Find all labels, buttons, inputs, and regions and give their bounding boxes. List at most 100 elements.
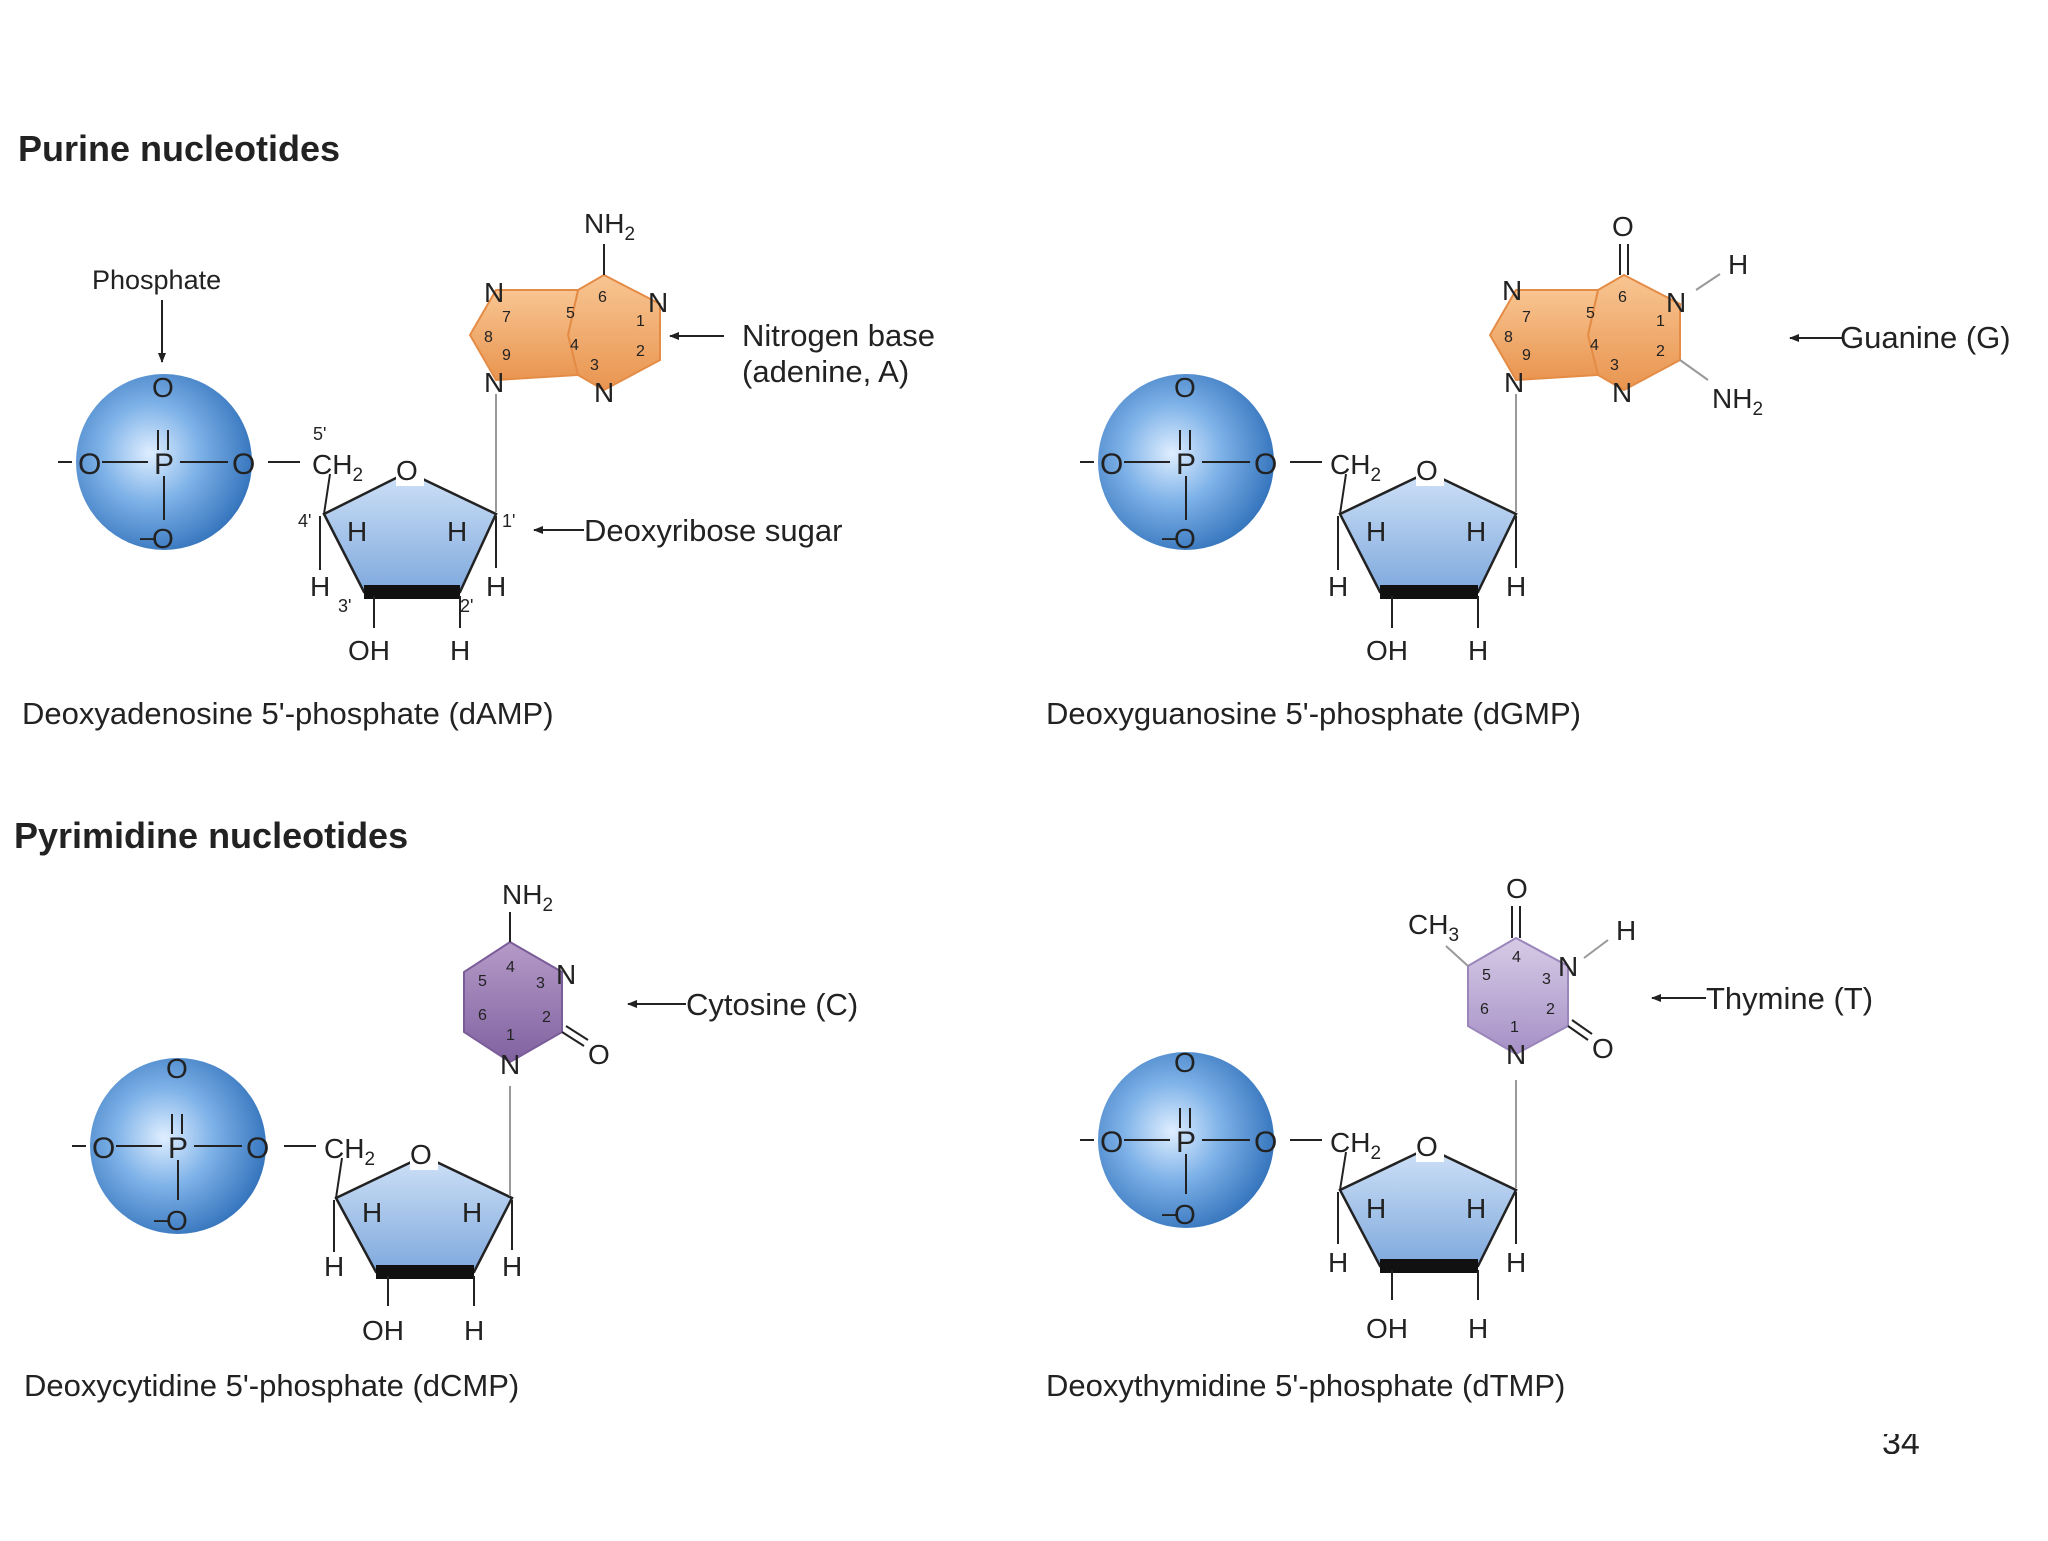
svg-text:OH: OH [1366, 635, 1408, 666]
svg-text:N: N [1558, 951, 1578, 982]
svg-text:OH: OH [362, 1315, 404, 1346]
svg-text:H: H [1468, 1313, 1488, 1344]
phosphate-callout: Phosphate [92, 265, 221, 295]
svg-text:5: 5 [1482, 967, 1491, 984]
svg-text:H: H [1366, 1193, 1386, 1224]
deoxyribose-ring [1338, 1146, 1518, 1268]
svg-text:3': 3' [338, 596, 351, 616]
svg-text:CH3: CH3 [1408, 909, 1459, 946]
svg-text:N: N [1612, 377, 1632, 408]
svg-text:O: O [1174, 372, 1196, 403]
dcmp-molecule: O P O O – O CH2 O H H H H OH H N N 4 3 5 [72, 879, 610, 1346]
svg-text:O: O [1506, 873, 1528, 904]
phosphate-sphere [76, 374, 252, 550]
svg-text:O: O [410, 1139, 432, 1170]
dgmp-caption: Deoxyguanosine 5'-phosphate (dGMP) [1046, 696, 1581, 731]
svg-text:O: O [92, 1132, 115, 1165]
svg-text:OH: OH [1366, 1313, 1408, 1344]
svg-text:O: O [1254, 448, 1277, 481]
svg-text:N: N [556, 959, 576, 990]
svg-text:P: P [1176, 448, 1196, 481]
svg-text:9: 9 [502, 347, 511, 364]
svg-text:–: – [1162, 1197, 1178, 1228]
svg-text:NH2: NH2 [502, 879, 553, 916]
deoxyribose-ring [334, 1154, 514, 1274]
cytosine-callout: Cytosine (C) [686, 987, 858, 1022]
svg-text:O: O [1592, 1033, 1614, 1064]
deoxyribose-ring [322, 470, 498, 594]
svg-text:O: O [1416, 1131, 1438, 1162]
svg-text:–: – [1162, 521, 1178, 552]
svg-text:NH2: NH2 [584, 208, 635, 245]
svg-text:P: P [1176, 1126, 1196, 1159]
svg-text:2: 2 [1546, 1001, 1555, 1018]
dcmp-caption: Deoxycytidine 5'-phosphate (dCMP) [24, 1368, 519, 1403]
svg-text:6: 6 [598, 289, 607, 306]
svg-text:1': 1' [502, 511, 515, 531]
svg-text:4: 4 [506, 959, 515, 976]
svg-text:CH2: CH2 [324, 1133, 375, 1170]
damp-caption: Deoxyadenosine 5'-phosphate (dAMP) [22, 696, 554, 731]
svg-text:H: H [310, 571, 330, 602]
svg-text:O: O [1174, 523, 1196, 554]
svg-text:2: 2 [1656, 343, 1665, 360]
svg-text:N: N [500, 1049, 520, 1080]
svg-text:CH2: CH2 [1330, 1127, 1381, 1164]
svg-text:H: H [362, 1197, 382, 1228]
dtmp-molecule: O P O O – O CH2 O H H H H OH H N N 4 3 5 [1080, 873, 1636, 1344]
page-number: 34 [1882, 1424, 1920, 1462]
svg-text:O: O [232, 448, 255, 481]
guanine-callout: Guanine (G) [1840, 320, 2011, 355]
svg-text:4': 4' [298, 511, 311, 531]
svg-text:1: 1 [1510, 1019, 1519, 1036]
svg-text:N: N [484, 277, 504, 308]
svg-text:H: H [324, 1251, 344, 1282]
svg-text:6: 6 [478, 1007, 487, 1024]
svg-text:OH: OH [348, 635, 390, 666]
svg-text:5: 5 [566, 305, 575, 322]
svg-text:6: 6 [1618, 289, 1627, 306]
svg-text:4: 4 [1512, 949, 1521, 966]
svg-text:7: 7 [1522, 309, 1531, 326]
svg-text:H: H [1468, 635, 1488, 666]
svg-text:O: O [152, 372, 174, 403]
svg-text:9: 9 [1522, 347, 1531, 364]
svg-text:O: O [1174, 1047, 1196, 1078]
svg-text:3: 3 [590, 357, 599, 374]
svg-text:O: O [1100, 448, 1123, 481]
deoxyribose-ring [1338, 470, 1518, 594]
svg-text:–: – [154, 1203, 170, 1234]
svg-text:3: 3 [1542, 971, 1551, 988]
svg-text:8: 8 [484, 329, 493, 346]
svg-text:O: O [396, 455, 418, 486]
svg-text:2: 2 [542, 1009, 551, 1026]
svg-text:O: O [1254, 1126, 1277, 1159]
svg-text:H: H [1466, 516, 1486, 547]
page-number-clip: 34 [1882, 1424, 1920, 1462]
svg-text:H: H [464, 1315, 484, 1346]
phosphate-sphere [1098, 1052, 1274, 1228]
svg-text:3: 3 [1610, 357, 1619, 374]
svg-text:5: 5 [478, 973, 487, 990]
svg-text:1: 1 [506, 1027, 515, 1044]
pyrimidine-section-title: Pyrimidine nucleotides [14, 815, 408, 856]
svg-text:O: O [166, 1053, 188, 1084]
svg-text:N: N [484, 367, 504, 398]
phosphate-sphere [90, 1058, 266, 1234]
deoxyribose-callout: Deoxyribose sugar [584, 513, 842, 548]
dgmp-molecule: O P O O – O CH2 O H H H H OH H N N N N [1080, 211, 1763, 666]
svg-text:H: H [1728, 249, 1748, 280]
svg-text:O: O [166, 1205, 188, 1236]
svg-text:CH2: CH2 [312, 449, 363, 486]
thymine-callout: Thymine (T) [1706, 981, 1873, 1016]
svg-text:6: 6 [1480, 1001, 1489, 1018]
svg-text:P: P [168, 1132, 188, 1165]
svg-text:N: N [1504, 367, 1524, 398]
svg-text:H: H [447, 516, 467, 547]
svg-text:O: O [1416, 455, 1438, 486]
svg-text:1: 1 [636, 313, 645, 330]
svg-text:H: H [1616, 915, 1636, 946]
nitrogen-base-callout-sub: (adenine, A) [742, 354, 909, 389]
